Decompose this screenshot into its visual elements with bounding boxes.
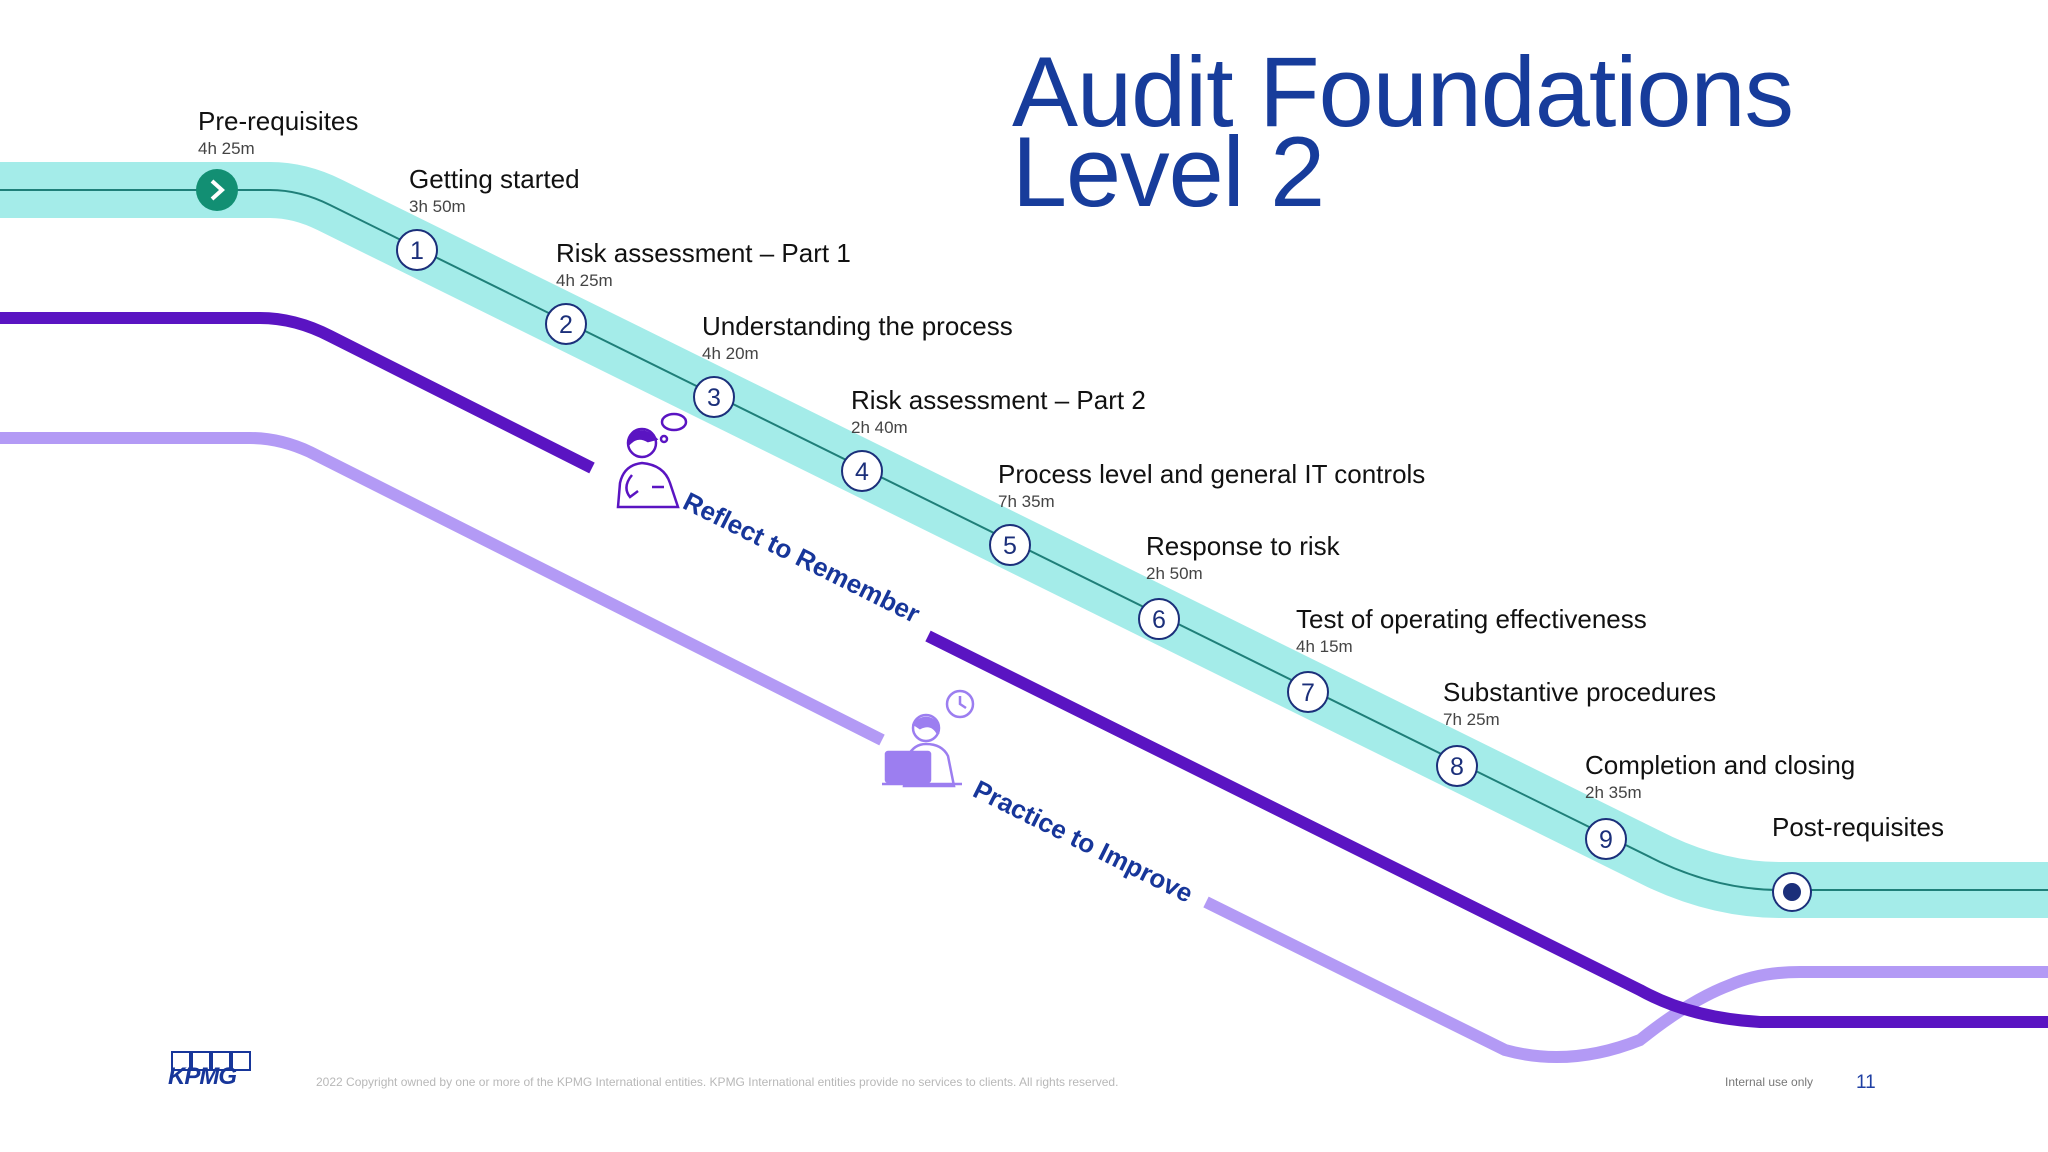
module-duration: 7h 35m — [998, 492, 1055, 511]
module-duration: 3h 50m — [409, 197, 466, 216]
module-marker[interactable]: 1 — [396, 229, 438, 271]
laptop-person-icon — [882, 689, 975, 788]
module-marker[interactable]: 8 — [1436, 745, 1478, 787]
title-line-1: Audit Foundations — [1012, 36, 1794, 147]
end-dot-icon[interactable] — [1772, 872, 1812, 912]
module-duration: 2h 40m — [851, 418, 908, 437]
page-number: 11 — [1856, 1072, 1876, 1093]
module-duration: 2h 35m — [1585, 783, 1642, 802]
module-duration: 2h 50m — [1146, 564, 1203, 583]
module-title: Process level and general IT controls — [998, 459, 1426, 489]
module-title: Response to risk — [1146, 531, 1340, 561]
module-number: 1 — [410, 237, 424, 265]
module-title: Pre-requisites — [198, 106, 359, 136]
kpmg-logo: KPMG — [168, 1063, 237, 1090]
copyright-notice: 2022 Copyright owned by one or more of t… — [316, 1075, 1119, 1089]
classification-label: Internal use only — [1725, 1075, 1814, 1089]
module-duration: 4h 15m — [1296, 637, 1353, 656]
module-marker[interactable]: 2 — [545, 303, 587, 345]
module-number: 3 — [707, 384, 721, 412]
title-line-2: Level 2 — [1012, 116, 1325, 227]
start-chevron-icon[interactable] — [196, 169, 238, 211]
module-number: 9 — [1599, 826, 1613, 854]
module-number: 5 — [1003, 532, 1017, 560]
module-number: 4 — [855, 458, 869, 486]
module-duration: 4h 25m — [556, 271, 613, 290]
module-duration: 4h 25m — [198, 139, 255, 158]
module-title: Substantive procedures — [1443, 677, 1717, 707]
reflect-track-segment — [0, 312, 595, 474]
module-number: 7 — [1301, 679, 1315, 707]
practice-track-segment — [0, 432, 885, 746]
module-marker[interactable]: 7 — [1287, 671, 1329, 713]
module-duration: 7h 25m — [1443, 710, 1500, 729]
module-marker[interactable]: 9 — [1585, 818, 1627, 860]
module-title: Getting started — [409, 164, 580, 194]
module-title: Risk assessment – Part 1 — [556, 238, 851, 268]
module-marker[interactable]: 4 — [841, 450, 883, 492]
module-number: 2 — [559, 311, 573, 339]
module-number: 8 — [1450, 753, 1464, 781]
practice-track-segment — [1203, 896, 2048, 1064]
module-title: Post-requisites — [1772, 812, 1944, 842]
thinking-person-icon — [616, 412, 688, 509]
main-track-line — [0, 189, 2048, 891]
module-title: Completion and closing — [1585, 750, 1856, 780]
module-marker[interactable]: 3 — [693, 376, 735, 418]
slide-title: Audit Foundations Level 2 — [1012, 36, 1794, 227]
module-marker[interactable]: 5 — [989, 524, 1031, 566]
module-title: Risk assessment – Part 2 — [851, 385, 1146, 415]
module-number: 6 — [1152, 606, 1166, 634]
module-marker[interactable]: 6 — [1138, 598, 1180, 640]
module-title: Test of operating effectiveness — [1296, 604, 1647, 634]
module-title: Understanding the process — [702, 311, 1013, 341]
reflect-track-segment — [925, 630, 2048, 1028]
module-duration: 4h 20m — [702, 344, 759, 363]
kpmg-logo-icon — [171, 1051, 251, 1071]
